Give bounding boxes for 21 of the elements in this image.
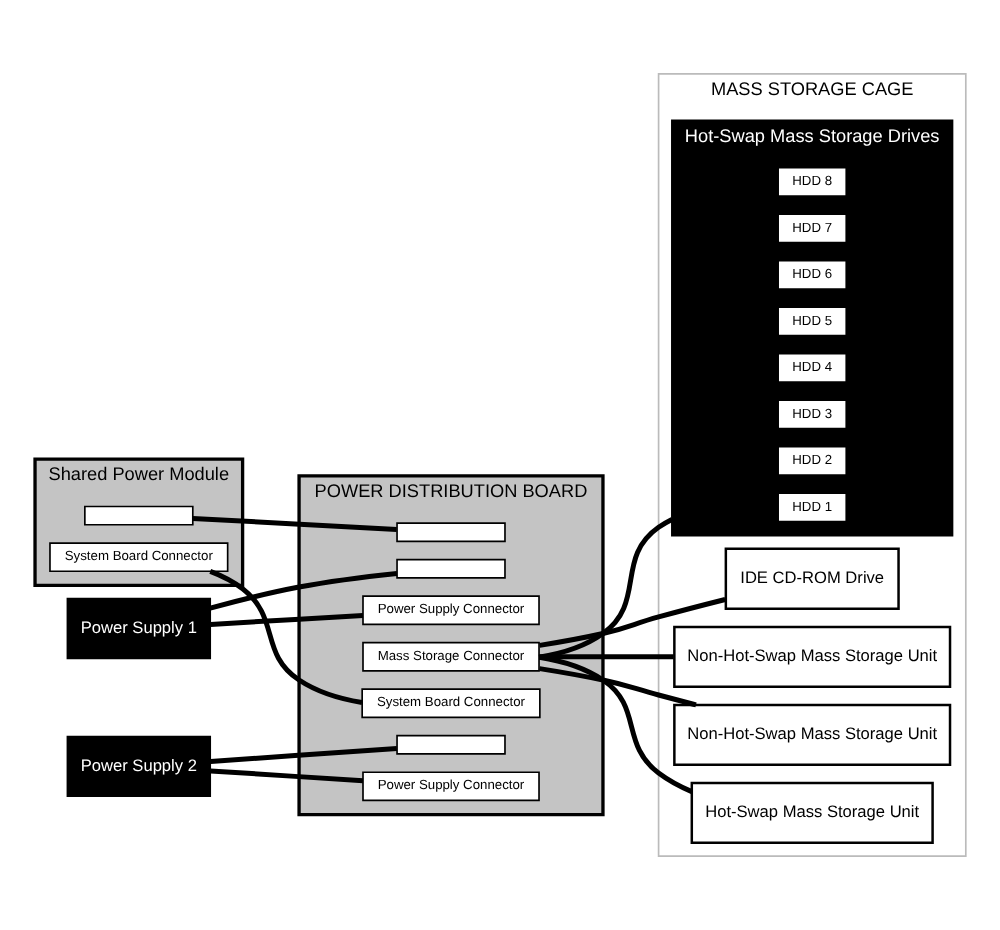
node-box: [396, 522, 506, 543]
connector: [210, 768, 364, 784]
node-box: Power Supply 1: [66, 597, 212, 660]
connector: [539, 654, 674, 660]
node-box: [396, 734, 506, 755]
connector: [209, 570, 398, 611]
connector: [192, 516, 397, 532]
connector: [539, 666, 697, 708]
node-box: Non-Hot-Swap Mass Storage Unit: [673, 703, 952, 766]
connector: [538, 517, 673, 660]
node-box: Power Supply 2: [66, 735, 212, 798]
connector: [210, 746, 398, 764]
node-box: IDE CD-ROM Drive: [724, 547, 900, 610]
connector: [210, 612, 364, 627]
connector: [539, 597, 726, 648]
connector: [538, 654, 693, 794]
node-box: Hot-Swap Mass Storage Unit: [690, 781, 934, 845]
connector: [209, 569, 363, 705]
node-box: Non-Hot-Swap Mass Storage Unit: [673, 625, 952, 688]
node-box: [84, 505, 194, 526]
node-box: [396, 558, 506, 579]
